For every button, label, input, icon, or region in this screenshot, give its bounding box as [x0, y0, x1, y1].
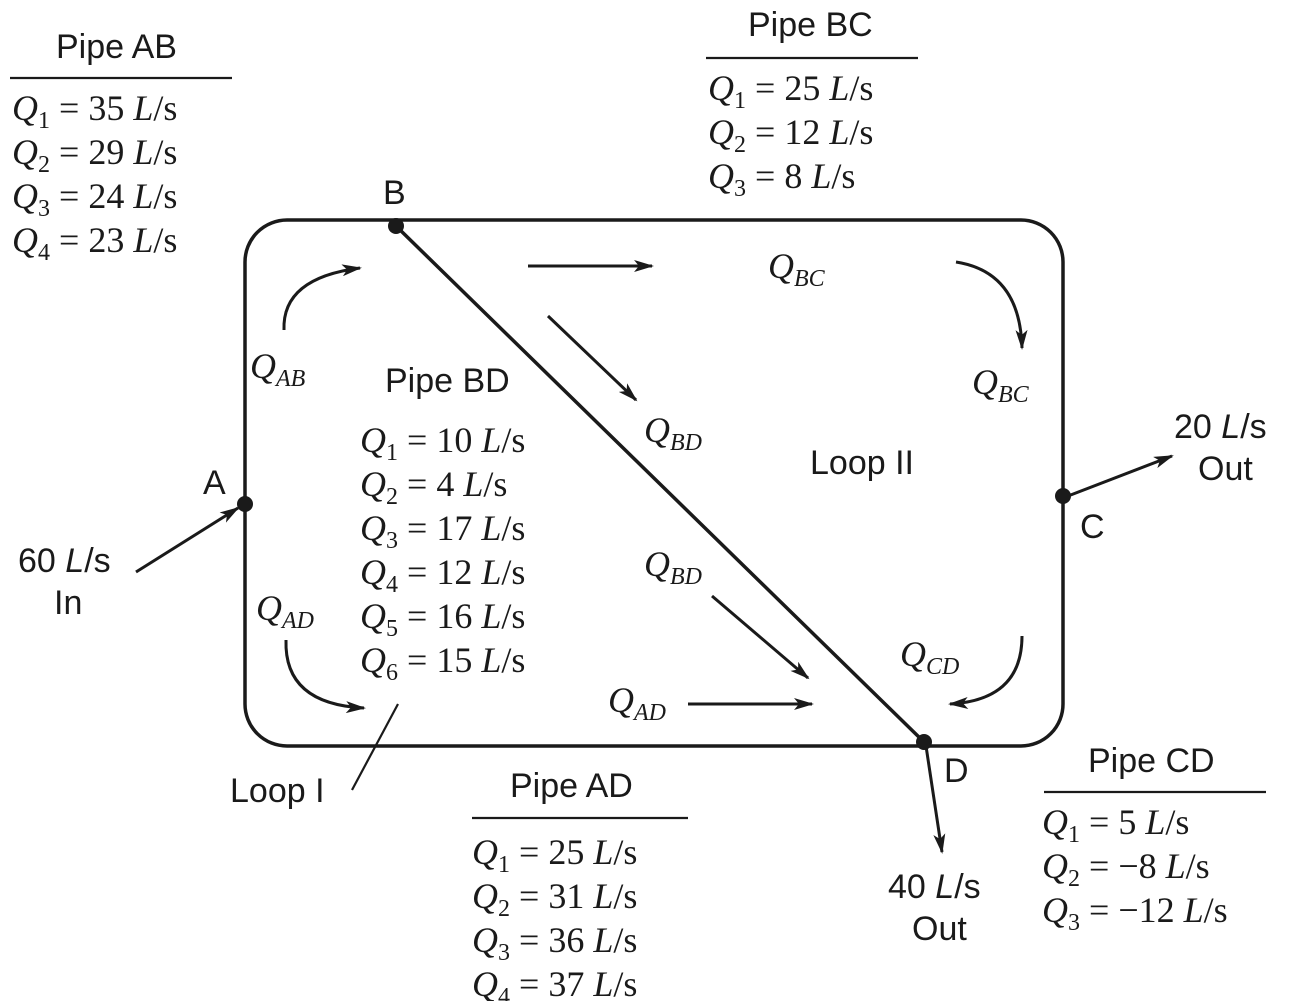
pipe-ad-q2-row: Q2 = 31 L/s [472, 876, 637, 922]
loop-2-label: Loop II [810, 444, 914, 482]
outflow-c-direction: Out [1198, 450, 1253, 488]
node-d-label: D [944, 752, 969, 790]
q-bc-right-label: QBC [972, 362, 1030, 408]
pipe-bd-title: Pipe BD [385, 362, 510, 400]
pipe-bd-q1-value: 10 [436, 420, 481, 460]
pipe-bc-q1-row: Q1 = 25 L/s [708, 68, 873, 114]
pipe-ab-q3-value: 24 [88, 176, 133, 216]
outflow-d-arrow [924, 745, 946, 854]
outflow-d-direction: Out [912, 910, 967, 948]
pipe-bd-q4-value: 12 [436, 552, 481, 592]
node-c-dot [1055, 488, 1071, 504]
pipe-bd-q5-row: Q5 = 16 L/s [360, 596, 525, 642]
pipe-ad-q1-row: Q1 = 25 L/s [472, 832, 637, 878]
pipe-bd-q2-row: Q2 = 4 L/s [360, 464, 507, 510]
pipe-cd-q2-row: Q2 = −8 L/s [1042, 846, 1210, 892]
inflow-a-direction: In [54, 584, 82, 622]
pipe-bd-line [394, 224, 926, 744]
q-cd-label: QCD [900, 634, 959, 680]
pipe-ab-q2-row: Q2 = 29 L/s [12, 132, 177, 178]
pipe-cd-q3-value: −12 [1118, 890, 1183, 930]
node-b-dot [388, 218, 404, 234]
pipe-ad-q4-row: Q4 = 37 L/s [472, 964, 637, 1001]
inflow-a-value: 60 L/s [18, 542, 111, 580]
pipe-bc-q3-value: 8 [784, 156, 811, 196]
pipe-ab-q2-value: 29 [88, 132, 133, 172]
pipe-bd-q3-row: Q3 = 17 L/s [360, 508, 525, 554]
inflow-a-arrow [135, 506, 240, 574]
pipe-bd-q1-row: Q1 = 10 L/s [360, 420, 525, 466]
pipe-cd-q1-value: 5 [1118, 802, 1145, 842]
pipe-ab-q3-row: Q3 = 24 L/s [12, 176, 177, 222]
pipe-cd-q2-value: −8 [1118, 846, 1165, 886]
pipe-bd-q5-value: 16 [436, 596, 481, 636]
pipe-ad-q3-row: Q3 = 36 L/s [472, 920, 637, 966]
pipe-ad-q3-value: 36 [548, 920, 593, 960]
pipe-cd-title: Pipe CD [1088, 742, 1215, 780]
pipe-bd-q2-value: 4 [436, 464, 463, 504]
q-bd-lower-arrow [711, 594, 810, 680]
q-bd-lower-label: QBD [644, 544, 702, 590]
outflow-c-arrow [1067, 454, 1174, 498]
pipe-bd-q6-value: 15 [436, 640, 481, 680]
pipe-ad-q1-value: 25 [548, 832, 593, 872]
pipe-ad-q2-value: 31 [548, 876, 593, 916]
pipe-tables: Pipe AB Q1 = 35 L/sQ2 = 29 L/sQ3 = 24 L/s… [10, 6, 1266, 1001]
q-cd-curved-arrow [948, 635, 1024, 709]
q-bc-top-label: QBC [768, 246, 826, 292]
pipe-bc-q2-row: Q2 = 12 L/s [708, 112, 873, 158]
pipe-ab-title: Pipe AB [56, 28, 177, 66]
loop-1-label: Loop I [230, 772, 325, 810]
pipe-ab-q4-value: 23 [88, 220, 133, 260]
q-ad-bottom-label: QAD [608, 680, 666, 726]
q-ad-curved-arrow [284, 639, 366, 714]
pipe-ad-q4-value: 37 [548, 964, 593, 1001]
node-a-dot [237, 496, 253, 512]
pipe-bd-q6-row: Q6 = 15 L/s [360, 640, 525, 686]
pipe-bc-q1-value: 25 [784, 68, 829, 108]
outflow-c-value: 20 L/s [1174, 408, 1267, 446]
pipe-cd-q1-row: Q1 = 5 L/s [1042, 802, 1189, 848]
q-bd-upper-label: QBD [644, 410, 702, 456]
q-ad-left-label: QAD [256, 588, 314, 634]
pipe-ab-q4-row: Q4 = 23 L/s [12, 220, 177, 266]
pipe-ab-q1-value: 35 [88, 88, 133, 128]
network-loop-outline [243, 218, 1065, 748]
outflow-d-value: 40 L/s [888, 868, 981, 906]
pipe-bc-title: Pipe BC [748, 6, 873, 44]
pipe-bc-q3-row: Q3 = 8 L/s [708, 156, 855, 202]
q-bc-curved-arrow [955, 260, 1028, 350]
node-c-label: C [1080, 508, 1105, 546]
pipe-cd-q3-row: Q3 = −12 L/s [1042, 890, 1228, 936]
pipe-bc-q2-value: 12 [784, 112, 829, 152]
pipe-ad-title: Pipe AD [510, 767, 633, 805]
node-a-label: A [203, 464, 226, 502]
pipe-bd-q4-row: Q4 = 12 L/s [360, 552, 525, 598]
loop-1-leader-line [351, 703, 399, 791]
q-ab-curved-arrow [282, 264, 362, 331]
node-d-dot [916, 734, 932, 750]
pipe-bd-q3-value: 17 [436, 508, 481, 548]
q-bd-upper-arrow [546, 314, 638, 402]
q-ab-label: QAB [250, 346, 306, 392]
pipe-ab-q1-row: Q1 = 35 L/s [12, 88, 177, 134]
node-b-label: B [383, 174, 406, 212]
